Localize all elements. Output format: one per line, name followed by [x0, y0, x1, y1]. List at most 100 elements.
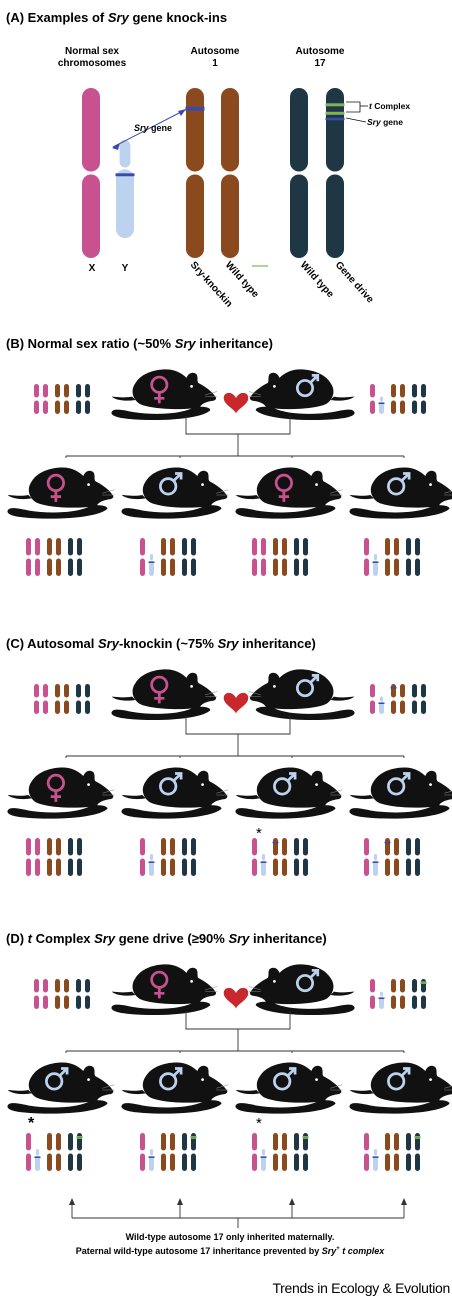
panel-d-child-karyotype-1-a17-1-upper-arm — [191, 1133, 196, 1151]
panel-b-child-karyotype-3-a1-1 — [394, 538, 399, 576]
panel-d-child-karyotype-3-y-sry-band — [372, 1156, 379, 1158]
panel-b-child-karyotype-0-x2-lower-arm — [35, 558, 40, 576]
generated-diagram: *** — [7, 369, 452, 1228]
panel-c-father-karyotype-x1 — [370, 684, 375, 714]
panel-b-child-karyotype-3-a1-0-upper-arm — [385, 538, 390, 556]
panel-b-child-karyotype-3-y-long-arm — [373, 560, 378, 576]
panel-c-child-karyotype-3-a1-0-upper-arm — [385, 838, 390, 856]
panel-c-child-mouse-1-male-arrow — [172, 772, 183, 783]
panel-b-mother-karyotype-a1-1-lower-arm — [64, 400, 69, 414]
big-x-chromosome-lower-arm — [82, 174, 100, 258]
panel-c-child-mouse-3-male-arrow — [400, 772, 411, 783]
panel-b-mother-karyotype-a17-0-upper-arm — [76, 384, 81, 398]
sry-gene-leader-17 — [345, 117, 367, 123]
panel-d-child-karyotype-0-a17-0-upper-arm — [68, 1133, 73, 1151]
panel-d-child-karyotype-3-y-short-arm — [374, 1148, 377, 1156]
panel-b-mother-karyotype-x2 — [43, 384, 48, 414]
panel-b-child-mouse-3-male-arrow — [400, 472, 411, 483]
panel-b-child-karyotype-1-y-short-arm — [150, 553, 153, 561]
panel-b-child-karyotype-0-a1-1-upper-arm — [56, 538, 61, 556]
panel-b-child-karyotype-0-a17-0-upper-arm — [68, 538, 73, 556]
panel-b-mother-karyotype-x2-lower-arm — [43, 400, 48, 414]
panel-b-child-karyotype-0-a17-0 — [68, 538, 73, 576]
panel-c-father-karyotype-x1-lower-arm — [370, 700, 375, 714]
panel-d-child-karyotype-1-a17-0-upper-arm — [182, 1133, 187, 1151]
panel-d-child-mouse-0-whiskers — [102, 1084, 115, 1091]
panel-c-child-karyotype-2-a1-0 — [272, 838, 279, 876]
panel-d-father-karyotype-a1-0 — [391, 979, 396, 1009]
panel-d-father-mouse — [248, 964, 355, 1016]
big-auto1-knockin-lower-arm — [186, 174, 204, 258]
panel-d-father-karyotype-a1-0-upper-arm — [391, 979, 396, 993]
panel-d-mother-karyotype-a1-1-lower-arm — [64, 995, 69, 1009]
group-label-sex-line2: chromosomes — [58, 58, 127, 69]
panel-c-mother-mouse-female-icon — [150, 675, 169, 704]
panel-b-child-karyotype-2-a1-1 — [282, 538, 287, 576]
panel-b-mother-karyotype-x2-upper-arm — [43, 384, 48, 398]
panel-b-mother-karyotype-a17-1 — [85, 384, 90, 414]
panel-c-mother-karyotype-x1 — [34, 684, 39, 714]
panel-d-child-mouse-3-male-icon — [387, 1067, 411, 1091]
panel-c-child-karyotype-2-a17-0-lower-arm — [294, 858, 299, 876]
panel-b-title: (B) Normal sex ratio (~50% Sry inheritan… — [6, 336, 273, 351]
panel-b-child-karyotype-3-a17-1-lower-arm — [415, 558, 420, 576]
big-y-chromosome-long-arm — [116, 169, 134, 238]
panel-b-child-karyotype-3-a1-0 — [385, 538, 390, 576]
panel-b-child-mouse-2-female-icon — [274, 473, 293, 502]
panel-c-mother-karyotype-a1-0-lower-arm — [55, 700, 60, 714]
panel-c-child-karyotype-0-x2-lower-arm — [35, 858, 40, 876]
panel-c-child-mouse-3 — [349, 767, 452, 819]
panel-b-child-karyotype-2-a17-1-lower-arm — [303, 558, 308, 576]
panel-c-mother-mouse-female-ring — [150, 675, 169, 694]
panel-d-child-karyotype-2-a17-1-lower-arm — [303, 1153, 308, 1171]
panel-c-mother-karyotype-x1-upper-arm — [34, 684, 39, 698]
panel-d-child-karyotype-3-a17-0-lower-arm — [406, 1153, 411, 1171]
panel-d-child-mouse-3-male-ring — [387, 1072, 406, 1091]
panel-d-mother-karyotype-x1 — [34, 979, 39, 1009]
panel-b-tree-parent-bracket — [185, 416, 291, 435]
panel-c-father-karyotype-a17-0-lower-arm — [412, 700, 417, 714]
panel-b-father-mouse-whiskers — [248, 391, 261, 397]
panel-d-mother-karyotype-a17-0 — [76, 979, 81, 1009]
panel-c-child-karyotype-3-y-long-arm — [373, 860, 378, 876]
panel-d-child-mouse-1-male-ring — [159, 1072, 178, 1091]
panel-c-child-karyotype-2-a1-1-lower-arm — [282, 858, 287, 876]
panel-b-child-karyotype-1-a1-1-lower-arm — [170, 558, 175, 576]
panel-c-child-karyotype-1-y-long-arm — [149, 860, 154, 876]
label-wild-type-17: Wild type — [298, 260, 336, 301]
panel-b-child-karyotype-0-a17-1-upper-arm — [77, 538, 82, 556]
panel-b-father-karyotype-a1-1-lower-arm — [400, 400, 405, 414]
panel-c-child-mouse-2-male-ring — [273, 777, 292, 796]
panel-d-child-karyotype-3-a1-1-upper-arm — [394, 1133, 399, 1151]
panel-d-asterisk-1: * — [28, 1115, 35, 1132]
panel-c-father-mouse-whiskers — [248, 691, 261, 697]
panel-c-child-karyotype-1-a1-0 — [161, 838, 166, 876]
panel-d-child-karyotype-2-y-sry-band — [260, 1156, 267, 1158]
panel-b-child-karyotype-1-a1-0-lower-arm — [161, 558, 166, 576]
panel-d-mother-karyotype-x2-lower-arm — [43, 995, 48, 1009]
panel-d-father-karyotype-a1-1-lower-arm — [400, 995, 405, 1009]
panel-d-child-karyotype-0-a1-0-upper-arm — [47, 1133, 52, 1151]
panel-c-child-karyotype-2-a1-0-upper-arm — [273, 838, 278, 856]
panel-b-father-karyotype-a17-1-lower-arm — [421, 400, 426, 414]
panel-c-child-mouse-2-male-arrow — [286, 772, 297, 783]
panel-b-child-karyotype-2-x2-upper-arm — [261, 538, 266, 556]
panel-d-child-karyotype-0-a17-1-band-1 — [76, 1137, 83, 1139]
panel-b-child-karyotype-0-x2-upper-arm — [35, 538, 40, 556]
journal-footer: Trends in Ecology & Evolution — [272, 1280, 450, 1296]
panel-d-child-karyotype-0-x1 — [26, 1133, 31, 1171]
panel-d-father-karyotype-y — [378, 991, 385, 1009]
panel-d-child-karyotype-2-a1-1-upper-arm — [282, 1133, 287, 1151]
panel-b-child-karyotype-3-a17-1 — [415, 538, 420, 576]
panel-b-child-mouse-3-male-icon — [387, 472, 411, 496]
panel-c-asterisk: * — [256, 825, 262, 842]
panel-d-father-mouse-male-icon — [295, 968, 320, 993]
panel-c-father-mouse — [248, 669, 355, 721]
panel-b-child-mouse-2-whiskers — [330, 489, 343, 496]
panel-b-heart — [223, 392, 249, 414]
panel-d-child-mouse-1-whiskers — [216, 1084, 229, 1091]
panel-c-child-karyotype-3-x1 — [364, 838, 369, 876]
panel-b-child-karyotype-3-x1 — [364, 538, 369, 576]
panel-c-mother-karyotype-x2-upper-arm — [43, 684, 48, 698]
panel-c-child-mouse-0-whiskers — [102, 789, 115, 796]
